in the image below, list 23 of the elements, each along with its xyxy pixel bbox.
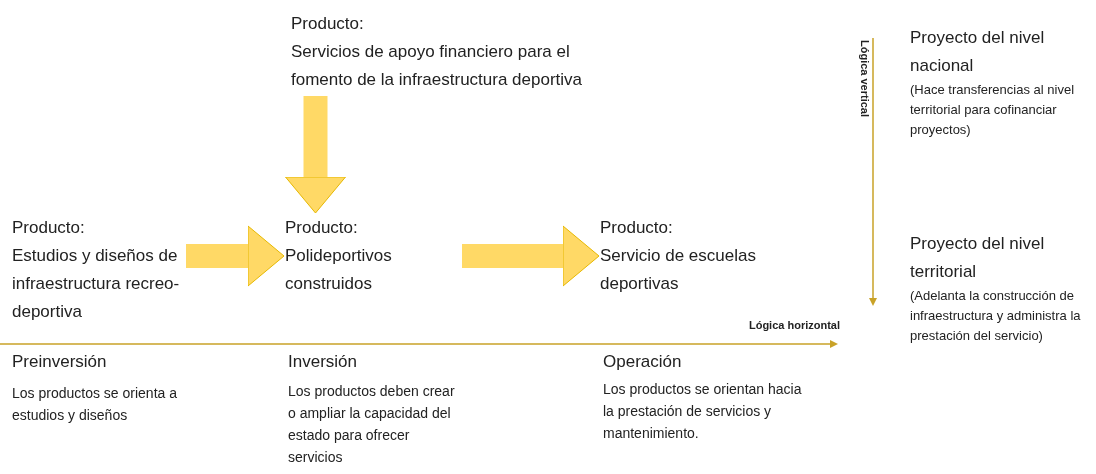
phase-description: Los productos se orienta a estudios y diseños xyxy=(12,384,178,425)
phase-description: Los productos deben crear o ampliar la capacidad del estado para ofrecer servicios xyxy=(288,382,456,467)
phase-description: Los productos se orientan hacia la prestación de servicios y mantenimiento. xyxy=(603,380,803,443)
axis-label: Lógica vertical xyxy=(858,40,872,118)
phase-title: Preinversión xyxy=(12,351,108,373)
phase-title: Inversión xyxy=(288,351,358,373)
node-text: Servicios de apoyo financiero para el fomento de la infraestructura deportiva xyxy=(291,41,584,91)
node-text: Servicio de escuelas deportivas xyxy=(600,245,757,295)
node-heading: Proyecto del nivel territorial xyxy=(910,233,1046,283)
node-heading: Producto: xyxy=(600,217,674,239)
node-heading: Producto: xyxy=(12,217,86,239)
node-text: (Hace transferencias al nivel territorial para cofinanciar proyectos) xyxy=(910,81,1076,139)
phase-title: Operación xyxy=(603,351,683,373)
node-heading: Proyecto del nivel nacional xyxy=(910,27,1046,77)
node-text: Estudios y diseños de infraestructura recreo-deportiva xyxy=(12,245,181,323)
block-arrow xyxy=(462,225,600,287)
node-heading: Producto: xyxy=(291,13,365,35)
axis-label: Lógica horizontal xyxy=(747,318,840,332)
node-text: Polideportivos construidos xyxy=(285,245,393,295)
node-text: (Adelanta la construcción de infraestructura y administra la prestación del servicio) xyxy=(910,287,1082,345)
block-arrow xyxy=(186,225,285,287)
node-heading: Producto: xyxy=(285,217,359,239)
block-arrow xyxy=(285,96,346,214)
